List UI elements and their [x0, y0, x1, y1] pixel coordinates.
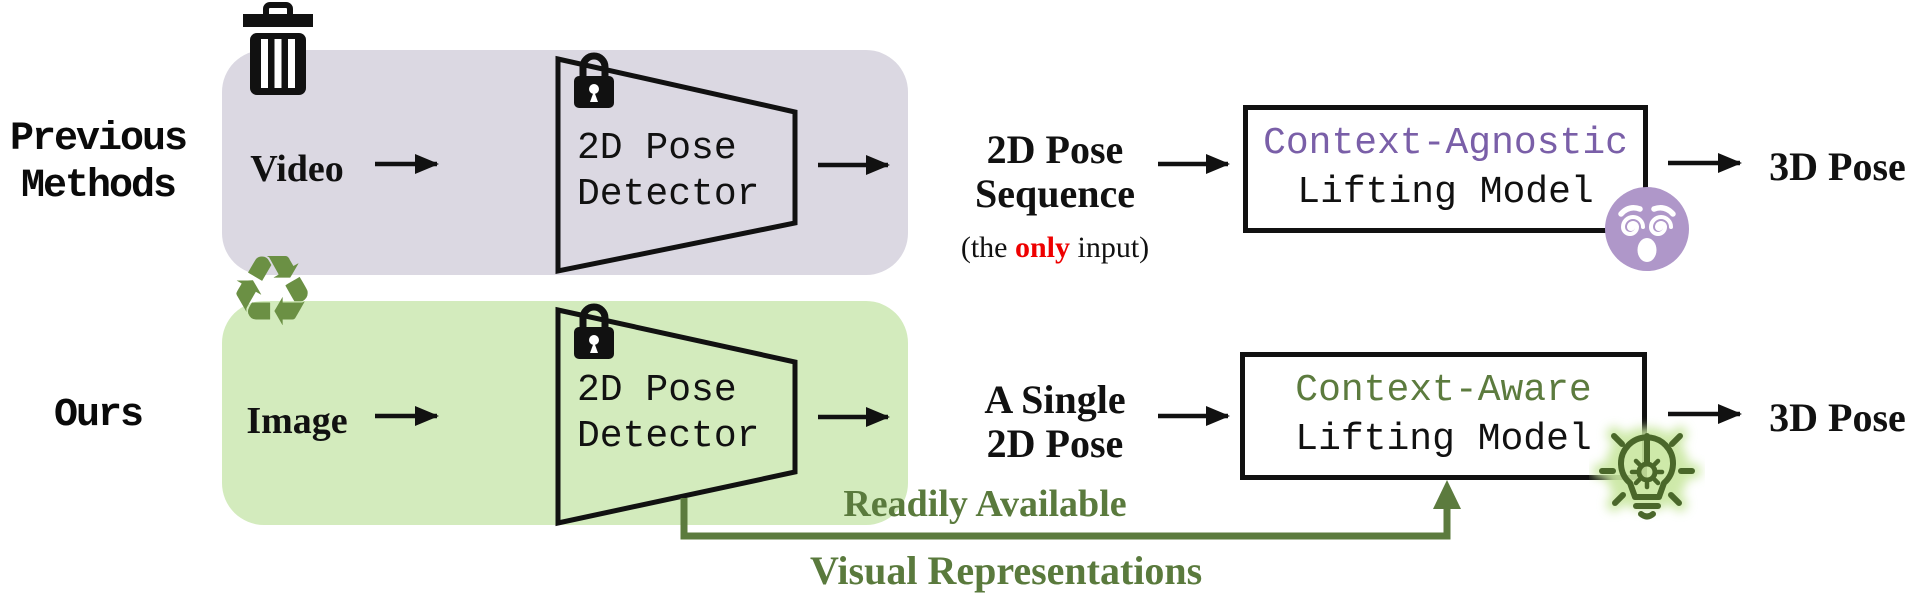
context-agnostic-model-box: Context-Agnostic Lifting Model [1243, 105, 1648, 233]
detector-trapezoid-previous [555, 55, 798, 275]
ours-label: Ours [53, 393, 144, 438]
sequence-line2: Sequence [975, 171, 1135, 216]
recycle-icon: ♻ [228, 235, 316, 349]
video-input-label: Video [250, 148, 344, 190]
detector-line2: Detector [577, 415, 760, 458]
pose-sequence-label: 2D Pose Sequence [950, 128, 1160, 216]
lock-icon [574, 52, 614, 108]
single-line1: A Single [984, 377, 1126, 422]
detector-label-ours: 2D Pose Detector [577, 368, 759, 460]
connector-arrowhead-icon [1433, 480, 1461, 509]
previous-label-line1: Previous [9, 117, 188, 162]
lock-icon [574, 303, 614, 359]
trash-icon [243, 2, 313, 95]
detector-label-previous: 2D Pose Detector [577, 126, 759, 218]
model-name: Context-Agnostic [1263, 122, 1628, 165]
lightbulb-gear-icon [1592, 426, 1702, 520]
single-line2: 2D Pose [986, 421, 1124, 466]
visual-representations-connector [680, 480, 1461, 540]
model-type: Lifting Model [1295, 418, 1592, 461]
only-input-note: (the only input) [950, 231, 1160, 265]
visual-representations-label: Visual Representations [810, 548, 1203, 593]
result-3d-pose-previous: 3D Pose [1769, 144, 1906, 189]
sequence-line1: 2D Pose [986, 127, 1124, 172]
model-name: Context-Aware [1295, 369, 1592, 412]
detector-line1: 2D Pose [577, 127, 737, 170]
previous-label-line2: Methods [20, 164, 177, 209]
model-type: Lifting Model [1297, 171, 1594, 214]
readily-available-label: Readily Available [843, 483, 1127, 525]
detector-trapezoid-ours [555, 306, 798, 527]
detector-line2: Detector [577, 173, 760, 216]
single-pose-label: A Single 2D Pose [950, 378, 1160, 466]
previous-methods-label: Previous Methods [0, 116, 196, 210]
context-aware-model-box: Context-Aware Lifting Model [1240, 352, 1647, 480]
detector-line1: 2D Pose [577, 369, 737, 412]
image-input-label: Image [246, 400, 348, 442]
result-3d-pose-ours: 3D Pose [1769, 395, 1906, 440]
note-suffix: input) [1070, 231, 1150, 264]
note-prefix: (the [960, 231, 1015, 264]
flow-arrows [375, 153, 1742, 427]
note-emphasis: only [1014, 231, 1070, 264]
dizzy-face-icon [1605, 187, 1689, 271]
